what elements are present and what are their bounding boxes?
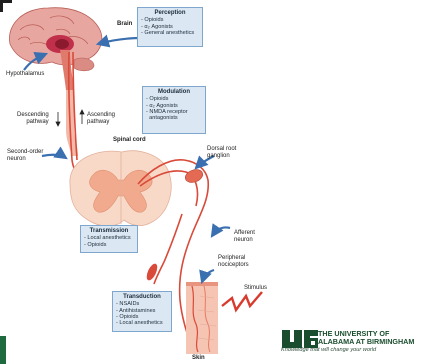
modulation-box: Modulation - Opioids - α₂ Agonists - NMD… (142, 86, 206, 134)
perception-title: Perception (141, 10, 199, 16)
transmission-title: Transmission (84, 228, 134, 234)
transduction-title: Transduction (116, 294, 168, 300)
label-hypothalamus: Hypothalamus (6, 71, 44, 78)
transmission-item: - Opioids (84, 242, 134, 248)
label-spinal-cord: Spinal cord (113, 137, 146, 144)
label-stimulus: Stimulus (244, 285, 267, 292)
transduction-box: Transduction - NSAIDs - Antihistamines -… (112, 291, 172, 332)
modulation-title: Modulation (146, 89, 202, 95)
uab-logo-name: THE UNIVERSITY OF ALABAMA AT BIRMINGHAM (318, 330, 414, 345)
stimulus-zigzag (222, 292, 262, 310)
label-dorsal-root-ganglion: Dorsal root ganglion (207, 146, 236, 160)
transmission-item: - Local anesthetics (84, 235, 134, 241)
spinal-cord-cross-section (70, 151, 171, 226)
label-second-order-neuron: Second-order neuron (7, 149, 43, 163)
accent-bar (0, 336, 6, 364)
transduction-item: - Local anesthetics (116, 320, 168, 326)
perception-box: Perception - Opioids - α₂ Agonists - Gen… (137, 7, 203, 47)
dorsal-root-ganglion (183, 167, 204, 184)
transmission-box: Transmission - Local anesthetics - Opioi… (80, 225, 138, 253)
label-descending-pathway: Descending pathway (17, 112, 49, 126)
uab-logo-mark (282, 330, 318, 348)
label-afferent-neuron: Afferent neuron (234, 230, 255, 244)
label-skin: Skin (192, 355, 205, 362)
perception-item: - General anesthetics (141, 30, 199, 36)
label-peripheral-nociceptors: Peripheral nociceptors (218, 255, 249, 269)
modulation-item: antagonists (146, 115, 202, 121)
label-brain: Brain (117, 21, 132, 28)
skin-illustration (186, 282, 218, 354)
effector-terminal (145, 262, 160, 282)
uab-line-2: ALABAMA AT BIRMINGHAM (318, 337, 414, 346)
label-ascending-pathway: Ascending pathway (87, 112, 115, 126)
uab-tagline: Knowledge that will change your world (281, 347, 376, 353)
